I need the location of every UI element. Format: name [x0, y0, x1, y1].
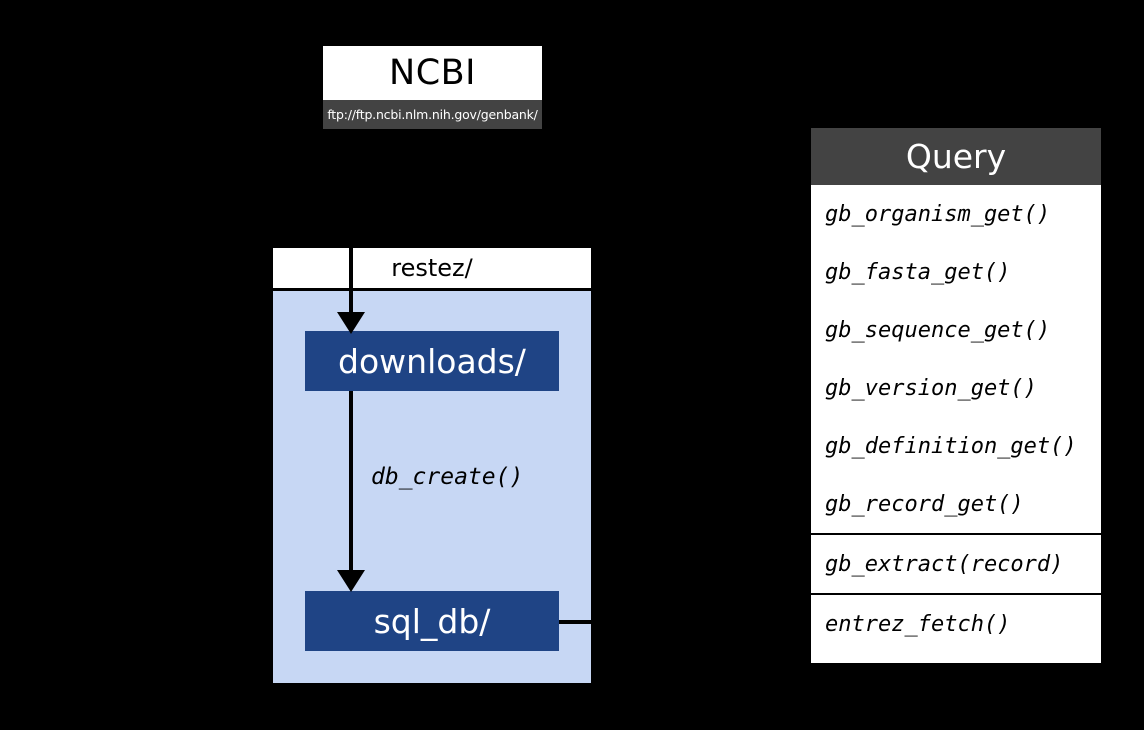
restez-title: restez/	[273, 248, 591, 291]
query-group-entrez: entrez_fetch()	[811, 593, 1101, 653]
ncbi-to-downloads-line	[349, 248, 353, 318]
ncbi-to-downloads-arrowhead	[337, 312, 365, 334]
query-panel-title: Query	[811, 128, 1101, 185]
sqldb-to-query-line	[559, 620, 591, 624]
restez-container: restez/ downloads/ sql_db/	[273, 248, 591, 683]
ncbi-source-box: NCBI ftp://ftp.ncbi.nlm.nih.gov/genbank/	[323, 46, 542, 129]
downloads-directory-box: downloads/	[305, 331, 559, 391]
query-group-extract: gb_extract(record)	[811, 533, 1101, 593]
query-item[interactable]: gb_definition_get()	[825, 433, 1077, 459]
db-create-edge-label: db_create()	[371, 464, 524, 490]
restez-body: downloads/ sql_db/	[273, 291, 591, 683]
query-panel: Query gb_organism_get() gb_fasta_get() g…	[811, 128, 1101, 663]
sqldb-directory-box: sql_db/	[305, 591, 559, 651]
query-item[interactable]: gb_version_get()	[825, 375, 1037, 401]
downloads-to-sqldb-line	[349, 391, 353, 571]
query-group-getters: gb_organism_get() gb_fasta_get() gb_sequ…	[811, 185, 1101, 533]
query-item[interactable]: gb_sequence_get()	[825, 317, 1051, 343]
query-item[interactable]: gb_record_get()	[825, 491, 1024, 517]
query-item[interactable]: gb_fasta_get()	[825, 259, 1011, 285]
query-item[interactable]: gb_extract(record)	[825, 551, 1064, 577]
ncbi-title: NCBI	[323, 46, 542, 100]
query-item[interactable]: entrez_fetch()	[825, 611, 1011, 637]
downloads-to-sqldb-arrowhead	[337, 570, 365, 592]
ncbi-ftp-url: ftp://ftp.ncbi.nlm.nih.gov/genbank/	[323, 100, 542, 129]
query-item[interactable]: gb_organism_get()	[825, 201, 1051, 227]
